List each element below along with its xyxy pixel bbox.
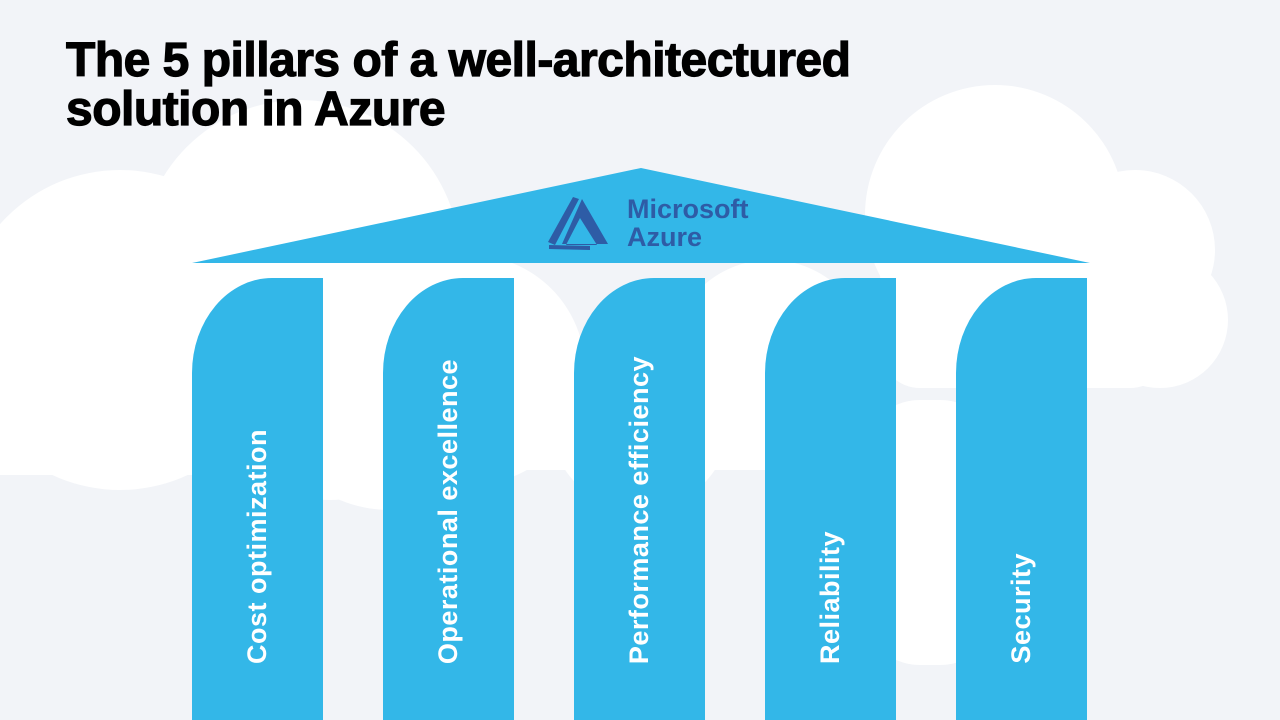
azure-logo-text: Microsoft Azure	[627, 195, 749, 251]
azure-a-icon	[548, 197, 608, 250]
azure-logo-line1: Microsoft	[627, 194, 749, 224]
pillar-operational-excellence: Operational excellence	[383, 278, 514, 720]
pillar-cost-optimization: Cost optimization	[192, 278, 323, 720]
pillar-label: Reliability	[815, 530, 845, 664]
page-title-line1: The 5 pillars of a well-architectured	[65, 34, 851, 87]
pillar-label: Security	[1006, 553, 1036, 664]
pillar-performance-efficiency: Performance efficiency	[574, 278, 705, 720]
pillar-label: Cost optimization	[242, 429, 272, 664]
pillar-label: Performance efficiency	[624, 355, 654, 664]
pillar-reliability: Reliability	[765, 278, 896, 720]
azure-logo-line2: Azure	[627, 222, 703, 252]
pillar-label: Operational excellence	[433, 358, 463, 664]
azure-logo: Microsoft Azure	[545, 194, 749, 252]
page-title-line2: solution in Azure	[65, 83, 446, 136]
page-title: The 5 pillars of a well-architectured so…	[65, 34, 851, 136]
pillar-security: Security	[956, 278, 1087, 720]
